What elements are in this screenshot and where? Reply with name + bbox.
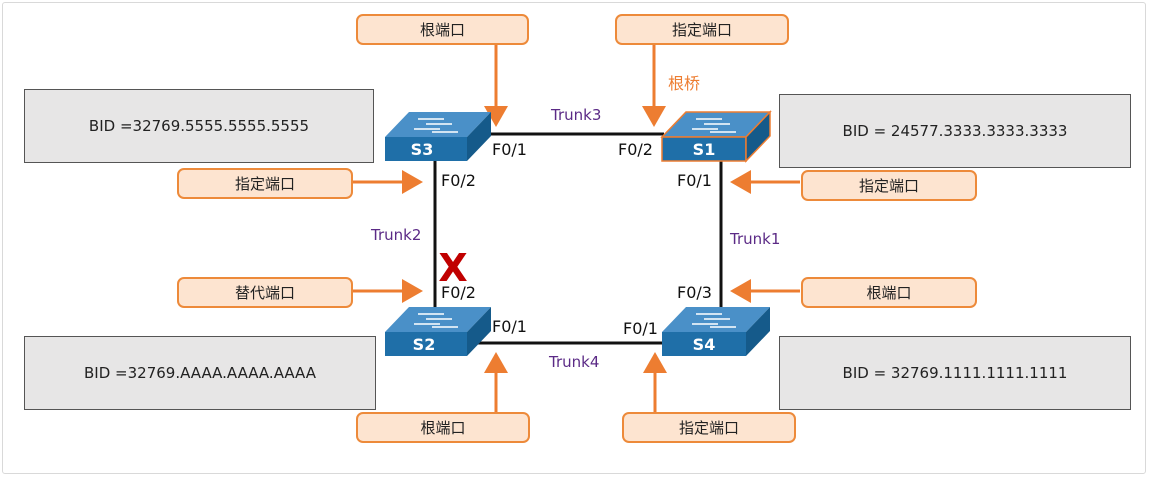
role-tag-s2-left: 替代端口 [177, 277, 353, 308]
switch-s1: S1 [660, 110, 772, 163]
switch-s4-label: S4 [693, 335, 716, 354]
port-s4-f03: F0/3 [677, 283, 712, 302]
role-tag-s3-left: 指定端口 [177, 168, 353, 199]
switch-s3-label: S3 [411, 140, 434, 159]
bid-box-s1: BID = 24577.3333.3333.3333 [779, 94, 1131, 168]
bid-box-s2: BID =32769.AAAA.AAAA.AAAA [24, 336, 376, 410]
switch-s2: S2 [385, 307, 491, 356]
blocked-port-mark: X [438, 246, 467, 290]
port-s4-f01: F0/1 [623, 319, 658, 338]
role-tag-s1-right: 指定端口 [801, 170, 977, 201]
trunk3-label: Trunk3 [551, 106, 602, 124]
switch-s4: S4 [662, 307, 770, 356]
role-tag-s1-top: 指定端口 [615, 14, 789, 45]
role-tag-s3-top: 根端口 [356, 14, 529, 45]
port-s3-f02: F0/2 [441, 171, 476, 190]
role-tag-s4-bottom: 指定端口 [622, 412, 796, 443]
bid-box-s4: BID = 32769.1111.1111.1111 [779, 336, 1131, 410]
switch-s1-label: S1 [693, 140, 716, 159]
bid-box-s3: BID =32769.5555.5555.5555 [24, 89, 374, 163]
switch-s3: S3 [385, 112, 491, 161]
root-bridge-label: 根桥 [668, 74, 701, 93]
switch-s2-label: S2 [413, 335, 436, 354]
port-s1-f01: F0/1 [677, 171, 712, 190]
port-s2-f02: F0/2 [441, 283, 476, 302]
trunk1-label: Trunk1 [730, 230, 781, 248]
trunk2-label: Trunk2 [371, 226, 422, 244]
role-tag-s4-right: 根端口 [801, 277, 977, 308]
port-s3-f01: F0/1 [492, 140, 527, 159]
port-s1-f02: F0/2 [618, 140, 653, 159]
role-tag-s2-bottom: 根端口 [356, 412, 530, 443]
port-s2-f01: F0/1 [492, 317, 527, 336]
trunk4-label: Trunk4 [549, 353, 600, 371]
